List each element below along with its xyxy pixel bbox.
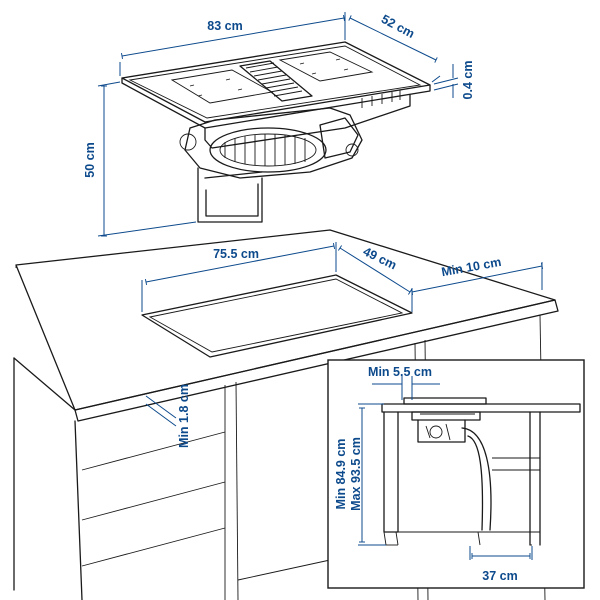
hob-unit	[121, 41, 431, 223]
label-hob-depth: 52 cm	[379, 12, 417, 41]
dim-detail-depth	[469, 546, 533, 560]
label-detail-height-max: Max 93.5 cm	[349, 437, 363, 511]
detail-inset	[327, 359, 585, 589]
label-detail-depth: 37 cm	[482, 569, 517, 583]
dim-detail-front-gap	[372, 376, 440, 400]
extractor-grille	[239, 60, 313, 102]
worktop-cutout	[141, 274, 413, 358]
worktop	[15, 229, 559, 422]
motor-housing	[179, 107, 363, 179]
dim-hob-height	[97, 81, 197, 237]
label-hob-thickness: 0.4 cm	[461, 61, 475, 100]
label-worktop-thickness: Min 1.8 cm	[177, 384, 191, 448]
label-hob-width: 83 cm	[207, 19, 242, 33]
label-cutout-depth: 49 cm	[361, 244, 399, 272]
dim-hob-thickness	[433, 64, 459, 98]
dim-hob-width	[119, 12, 346, 76]
dim-cutout-width	[141, 242, 337, 312]
label-detail-height-min: Min 84.9 cm	[334, 439, 348, 510]
air-duct	[197, 167, 263, 223]
dim-detail-height	[358, 403, 386, 546]
label-detail-front-gap: Min 5.5 cm	[368, 365, 432, 379]
dim-cutout-back-gap	[410, 262, 544, 296]
label-hob-height: 50 cm	[83, 142, 97, 177]
label-cutout-width: 75.5 cm	[213, 247, 259, 261]
dim-hob-depth	[348, 15, 441, 83]
dim-worktop-thickness	[145, 395, 177, 427]
